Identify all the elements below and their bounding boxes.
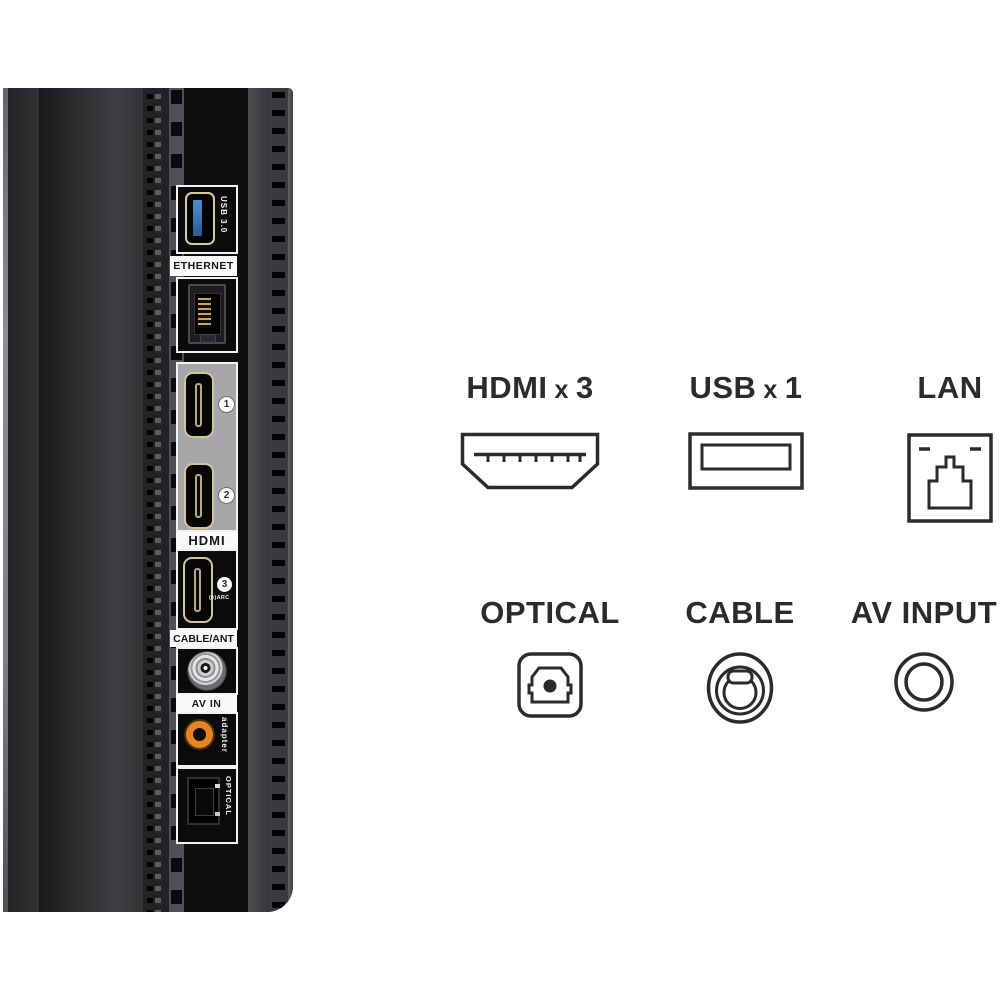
tv-right-edge xyxy=(288,88,293,912)
rj45-opening xyxy=(194,293,221,335)
cable-name: CABLE xyxy=(685,595,795,630)
hdmi-count: 3 xyxy=(575,370,594,405)
tv-side-ridge xyxy=(248,88,269,912)
av-input-connector-icon xyxy=(894,652,954,712)
legend-lan: LAN xyxy=(850,372,1000,528)
optical-port xyxy=(187,777,220,825)
usb-blue-tongue xyxy=(193,200,202,236)
lan-connector-icon xyxy=(907,433,993,523)
usb-3-0-port xyxy=(185,192,215,245)
optical-glint xyxy=(215,812,220,816)
av-in-port-box: adapter xyxy=(176,712,238,767)
ethernet-port-box xyxy=(176,277,238,353)
vent-holes-icon xyxy=(147,94,153,912)
legend-cable: CABLE xyxy=(640,597,840,730)
usb-name: USB xyxy=(689,370,757,405)
optical-label: OPTICAL xyxy=(450,597,650,629)
tv-back-cover-curved xyxy=(39,88,143,912)
hdmi-port-3 xyxy=(183,557,213,623)
hdmi-slot xyxy=(194,568,201,612)
hdmi-slot xyxy=(195,383,202,427)
tv-rear-body xyxy=(3,88,293,912)
legend-av-input: AV INPUT xyxy=(824,597,1000,718)
usb-times: x xyxy=(763,376,778,404)
rj45-clip-notch xyxy=(200,334,216,343)
cable-ant-port-box xyxy=(176,647,238,695)
usb-connector-icon xyxy=(688,432,804,490)
legend-usb: USB x 1 xyxy=(646,372,846,495)
lan-label: LAN xyxy=(850,372,1000,404)
ethernet-label: ETHERNET xyxy=(170,256,237,276)
cable-ant-label: CABLE/ANT xyxy=(170,630,237,647)
av-input-name: AV INPUT xyxy=(850,595,998,630)
vent-slots-icon xyxy=(272,92,285,912)
rear-port-panel: USB 3.0 ETHERNET 1 2 HDMI xyxy=(170,183,240,845)
tv-back-cover-strip xyxy=(8,88,39,912)
optical-connector-icon xyxy=(517,652,583,718)
hdmi-3-earc-label: (e)ARC xyxy=(209,595,230,601)
optical-glint xyxy=(215,784,220,788)
hdmi-1-number-badge: 1 xyxy=(219,397,234,412)
coax-connector xyxy=(188,652,226,690)
optical-name: OPTICAL xyxy=(480,595,620,630)
rj45-gold-pins xyxy=(198,298,211,328)
legend-hdmi: HDMI x 3 xyxy=(430,372,630,495)
cable-connector-icon xyxy=(706,652,774,724)
optical-port-box: OPTICAL xyxy=(176,767,238,844)
lan-name: LAN xyxy=(917,370,983,405)
hdmi-logo-label: HDMI xyxy=(176,532,238,549)
av-in-jack xyxy=(186,721,213,748)
cable-label: CABLE xyxy=(640,597,840,629)
optical-port-label: OPTICAL xyxy=(224,776,233,816)
hdmi-port-1 xyxy=(184,372,214,438)
ethernet-rj45-port xyxy=(188,284,226,344)
hdmi-connector-icon xyxy=(460,432,600,490)
av-input-label: AV INPUT xyxy=(824,597,1000,629)
hdmi-port-2 xyxy=(184,463,214,529)
hdmi-times: x xyxy=(554,376,569,404)
vent-column-left xyxy=(143,88,169,912)
vent-holes-icon xyxy=(155,94,161,912)
vent-column-right xyxy=(269,88,288,912)
hdmi-3-port-box: 3 (e)ARC xyxy=(176,549,238,630)
legend-optical: OPTICAL xyxy=(450,597,650,724)
hdmi-x3-label: HDMI x 3 xyxy=(430,372,630,406)
av-in-label: AV IN xyxy=(176,695,237,712)
hdmi-2-number-badge: 2 xyxy=(219,488,234,503)
av-adapter-label: adapter xyxy=(220,717,229,753)
optical-opening xyxy=(195,788,214,816)
hdmi-1-2-port-box: 1 2 xyxy=(176,362,238,532)
usb-port-label: USB 3.0 xyxy=(219,196,228,234)
hdmi-3-number-badge: 3 xyxy=(217,577,232,592)
tv-left-bezel-edge xyxy=(3,88,8,912)
hdmi-name: HDMI xyxy=(466,370,548,405)
hdmi-slot xyxy=(195,474,202,518)
usb-port-box: USB 3.0 xyxy=(176,185,238,254)
usb-count: 1 xyxy=(784,370,803,405)
usb-x1-label: USB x 1 xyxy=(646,372,846,406)
